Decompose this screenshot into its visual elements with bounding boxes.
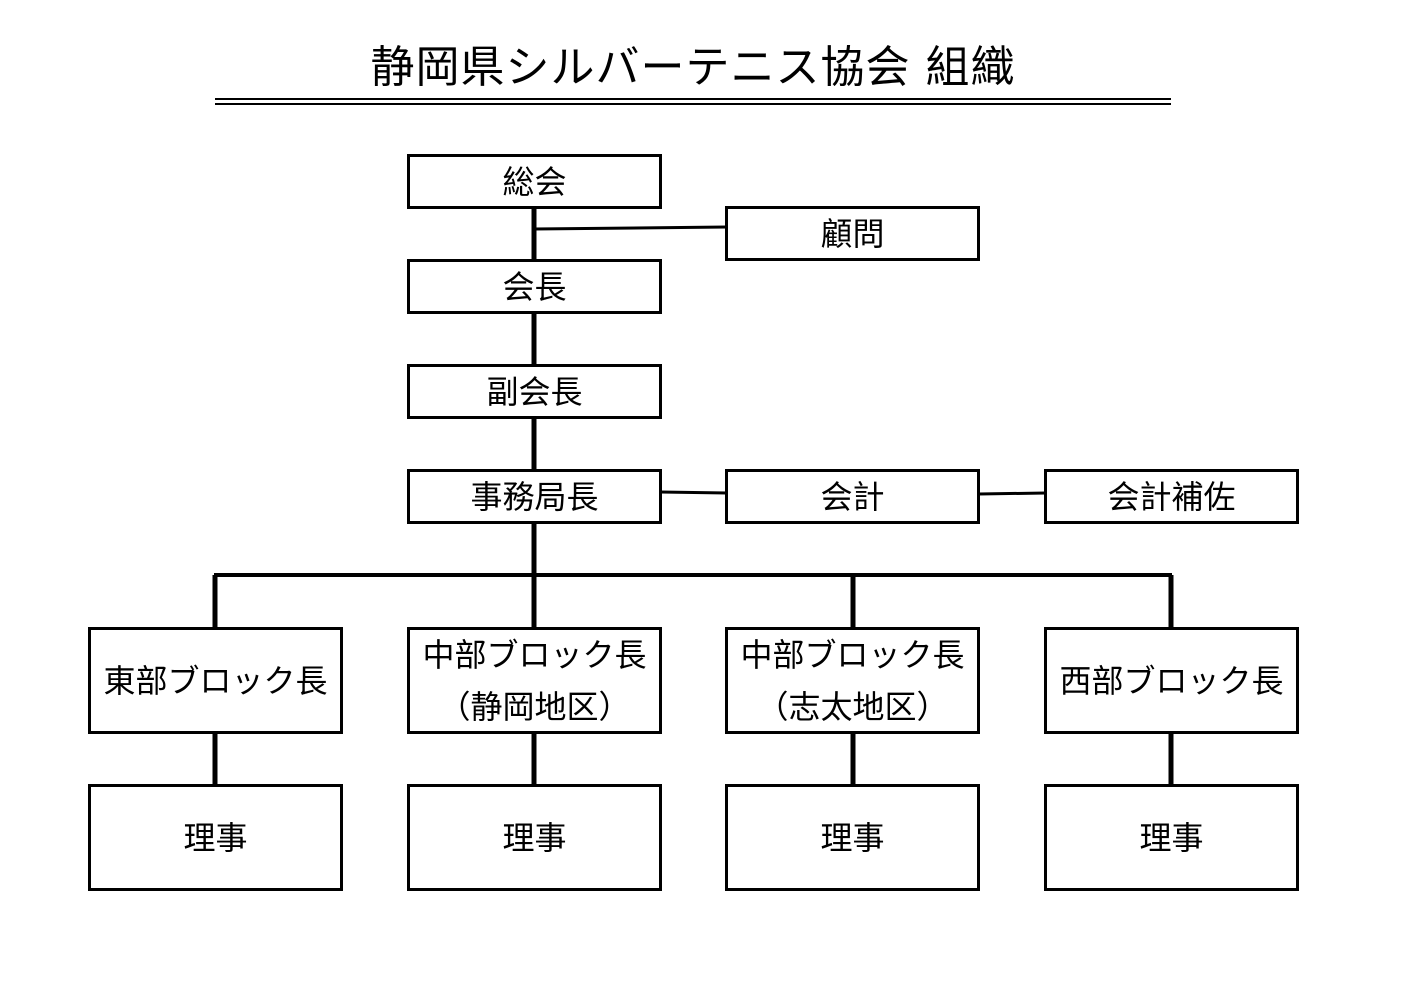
node-west-block-head: 西部ブロック長 — [1044, 627, 1299, 734]
node-director-central-shizuoka-label: 理事 — [502, 818, 567, 857]
node-vice-president-label: 副会長 — [486, 372, 583, 411]
node-assistant-treasurer-label: 会計補佐 — [1107, 477, 1236, 516]
node-general-assembly: 総会 — [407, 154, 662, 209]
node-general-assembly-label: 総会 — [502, 162, 567, 201]
node-advisor: 顧問 — [725, 206, 980, 261]
node-central-block-head-shida-line1: 中部ブロック長 — [740, 635, 965, 674]
node-central-block-head-shizuoka: 中部ブロック長 （静岡地区） — [407, 627, 662, 734]
node-secretary-general: 事務局長 — [407, 469, 662, 524]
node-director-west-label: 理事 — [1139, 818, 1204, 857]
node-president-label: 会長 — [502, 267, 567, 306]
title-underline-bottom — [215, 103, 1171, 105]
connector-treasurer-assistant — [978, 491, 1047, 496]
node-director-west: 理事 — [1044, 784, 1299, 891]
node-assistant-treasurer: 会計補佐 — [1044, 469, 1299, 524]
node-secretary-general-label: 事務局長 — [470, 477, 599, 516]
node-west-block-head-label: 西部ブロック長 — [1059, 661, 1284, 700]
node-vice-president: 副会長 — [407, 364, 662, 419]
node-treasurer: 会計 — [725, 469, 980, 524]
node-east-block-head-label: 東部ブロック長 — [103, 661, 328, 700]
node-director-east: 理事 — [88, 784, 343, 891]
node-director-central-shida: 理事 — [725, 784, 980, 891]
node-east-block-head: 東部ブロック長 — [88, 627, 343, 734]
title-underline-top — [215, 98, 1171, 100]
node-director-central-shizuoka: 理事 — [407, 784, 662, 891]
connector-advisor — [533, 225, 728, 231]
node-central-block-head-shizuoka-line2: （静岡地区） — [438, 687, 631, 726]
node-central-block-head-shida-line2: （志太地区） — [756, 687, 949, 726]
node-director-east-label: 理事 — [183, 818, 248, 857]
node-treasurer-label: 会計 — [820, 477, 885, 516]
node-central-block-head-shizuoka-line1: 中部ブロック長 — [422, 635, 647, 674]
node-president: 会長 — [407, 259, 662, 314]
chart-title: 静岡県シルバーテニス協会 組織 — [370, 42, 1016, 93]
node-central-block-head-shida: 中部ブロック長 （志太地区） — [725, 627, 980, 734]
node-advisor-label: 顧問 — [820, 214, 885, 253]
connector-secretary-treasurer — [659, 490, 728, 495]
node-director-central-shida-label: 理事 — [820, 818, 885, 857]
